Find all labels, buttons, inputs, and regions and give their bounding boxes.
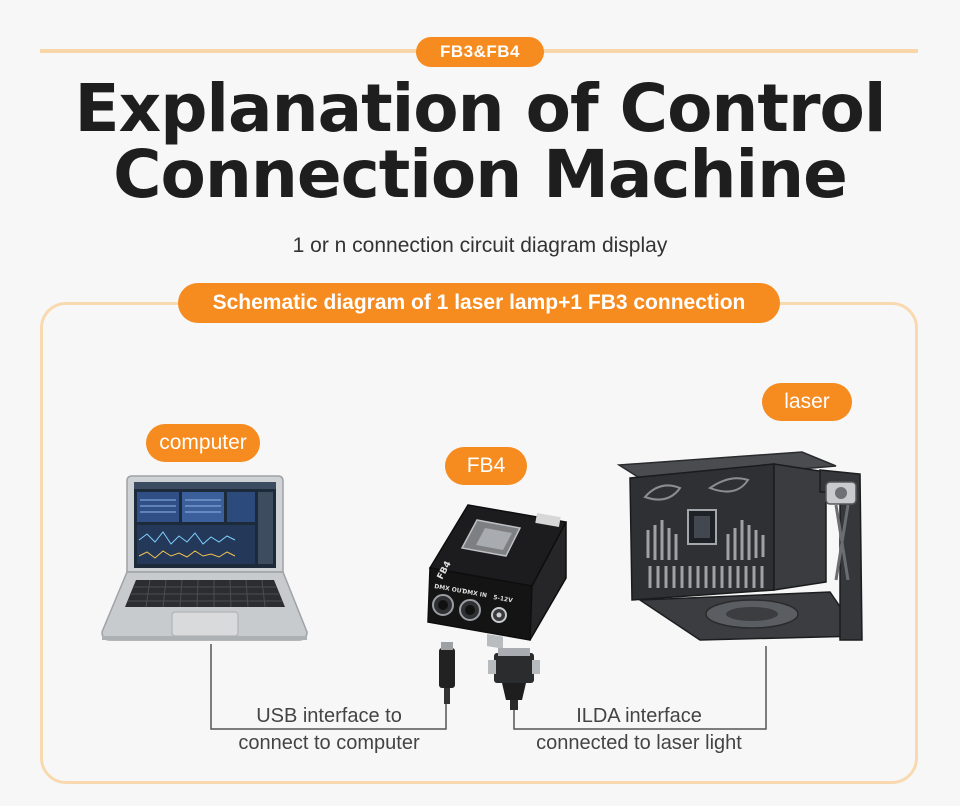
- ilda-connection-line: [513, 646, 767, 730]
- usb-caption-line-2: connect to computer: [238, 732, 420, 754]
- model-tag-badge: FB3&FB4: [416, 37, 544, 67]
- computer-label-badge: computer: [146, 424, 260, 462]
- diagram-heading-badge: Schematic diagram of 1 laser lamp+1 FB3 …: [178, 283, 780, 323]
- laser-label-badge: laser: [762, 383, 852, 421]
- page-subtitle: 1 or n connection circuit diagram displa…: [292, 234, 668, 257]
- laser-projector-illustration: [616, 451, 863, 641]
- ilda-caption-line-1: ILDA interface: [576, 705, 702, 727]
- page-title-line-2: Connection Machine: [113, 136, 848, 213]
- fb4-controller-illustration: FB4 DMX OUT DMX IN 5-12V: [427, 504, 568, 649]
- usb-plug-illustration: [439, 642, 455, 704]
- power-port-label: 5-12V: [493, 594, 514, 604]
- fb4-label-badge: FB4: [445, 447, 527, 485]
- usb-caption-line-1: USB interface to: [256, 705, 402, 727]
- ilda-connector-illustration: [488, 648, 540, 710]
- laptop-illustration: [101, 475, 308, 641]
- dmx-in-port-label: DMX IN: [462, 588, 488, 599]
- page-title: Explanation of Control Connection Machin…: [0, 76, 960, 208]
- usb-interface-caption: USB interface to connect to computer: [214, 703, 444, 757]
- ilda-interface-caption: ILDA interface connected to laser light: [514, 703, 764, 757]
- usb-connection-line: [210, 644, 447, 730]
- page-title-line-1: Explanation of Control: [74, 70, 887, 147]
- ilda-caption-line-2: connected to laser light: [536, 732, 742, 754]
